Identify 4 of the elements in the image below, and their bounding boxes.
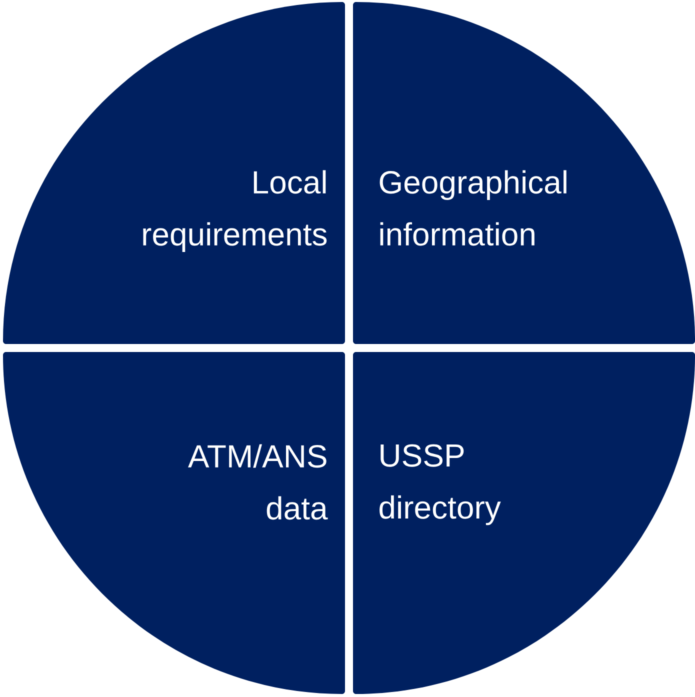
quadrant-sector: Geographical information — [353, 2, 695, 344]
quadrant-sector: Local requirements — [3, 2, 345, 344]
quadrant-sector: ATM/ANS data — [3, 352, 345, 694]
quadrant-sector: USSP directory — [353, 352, 695, 694]
